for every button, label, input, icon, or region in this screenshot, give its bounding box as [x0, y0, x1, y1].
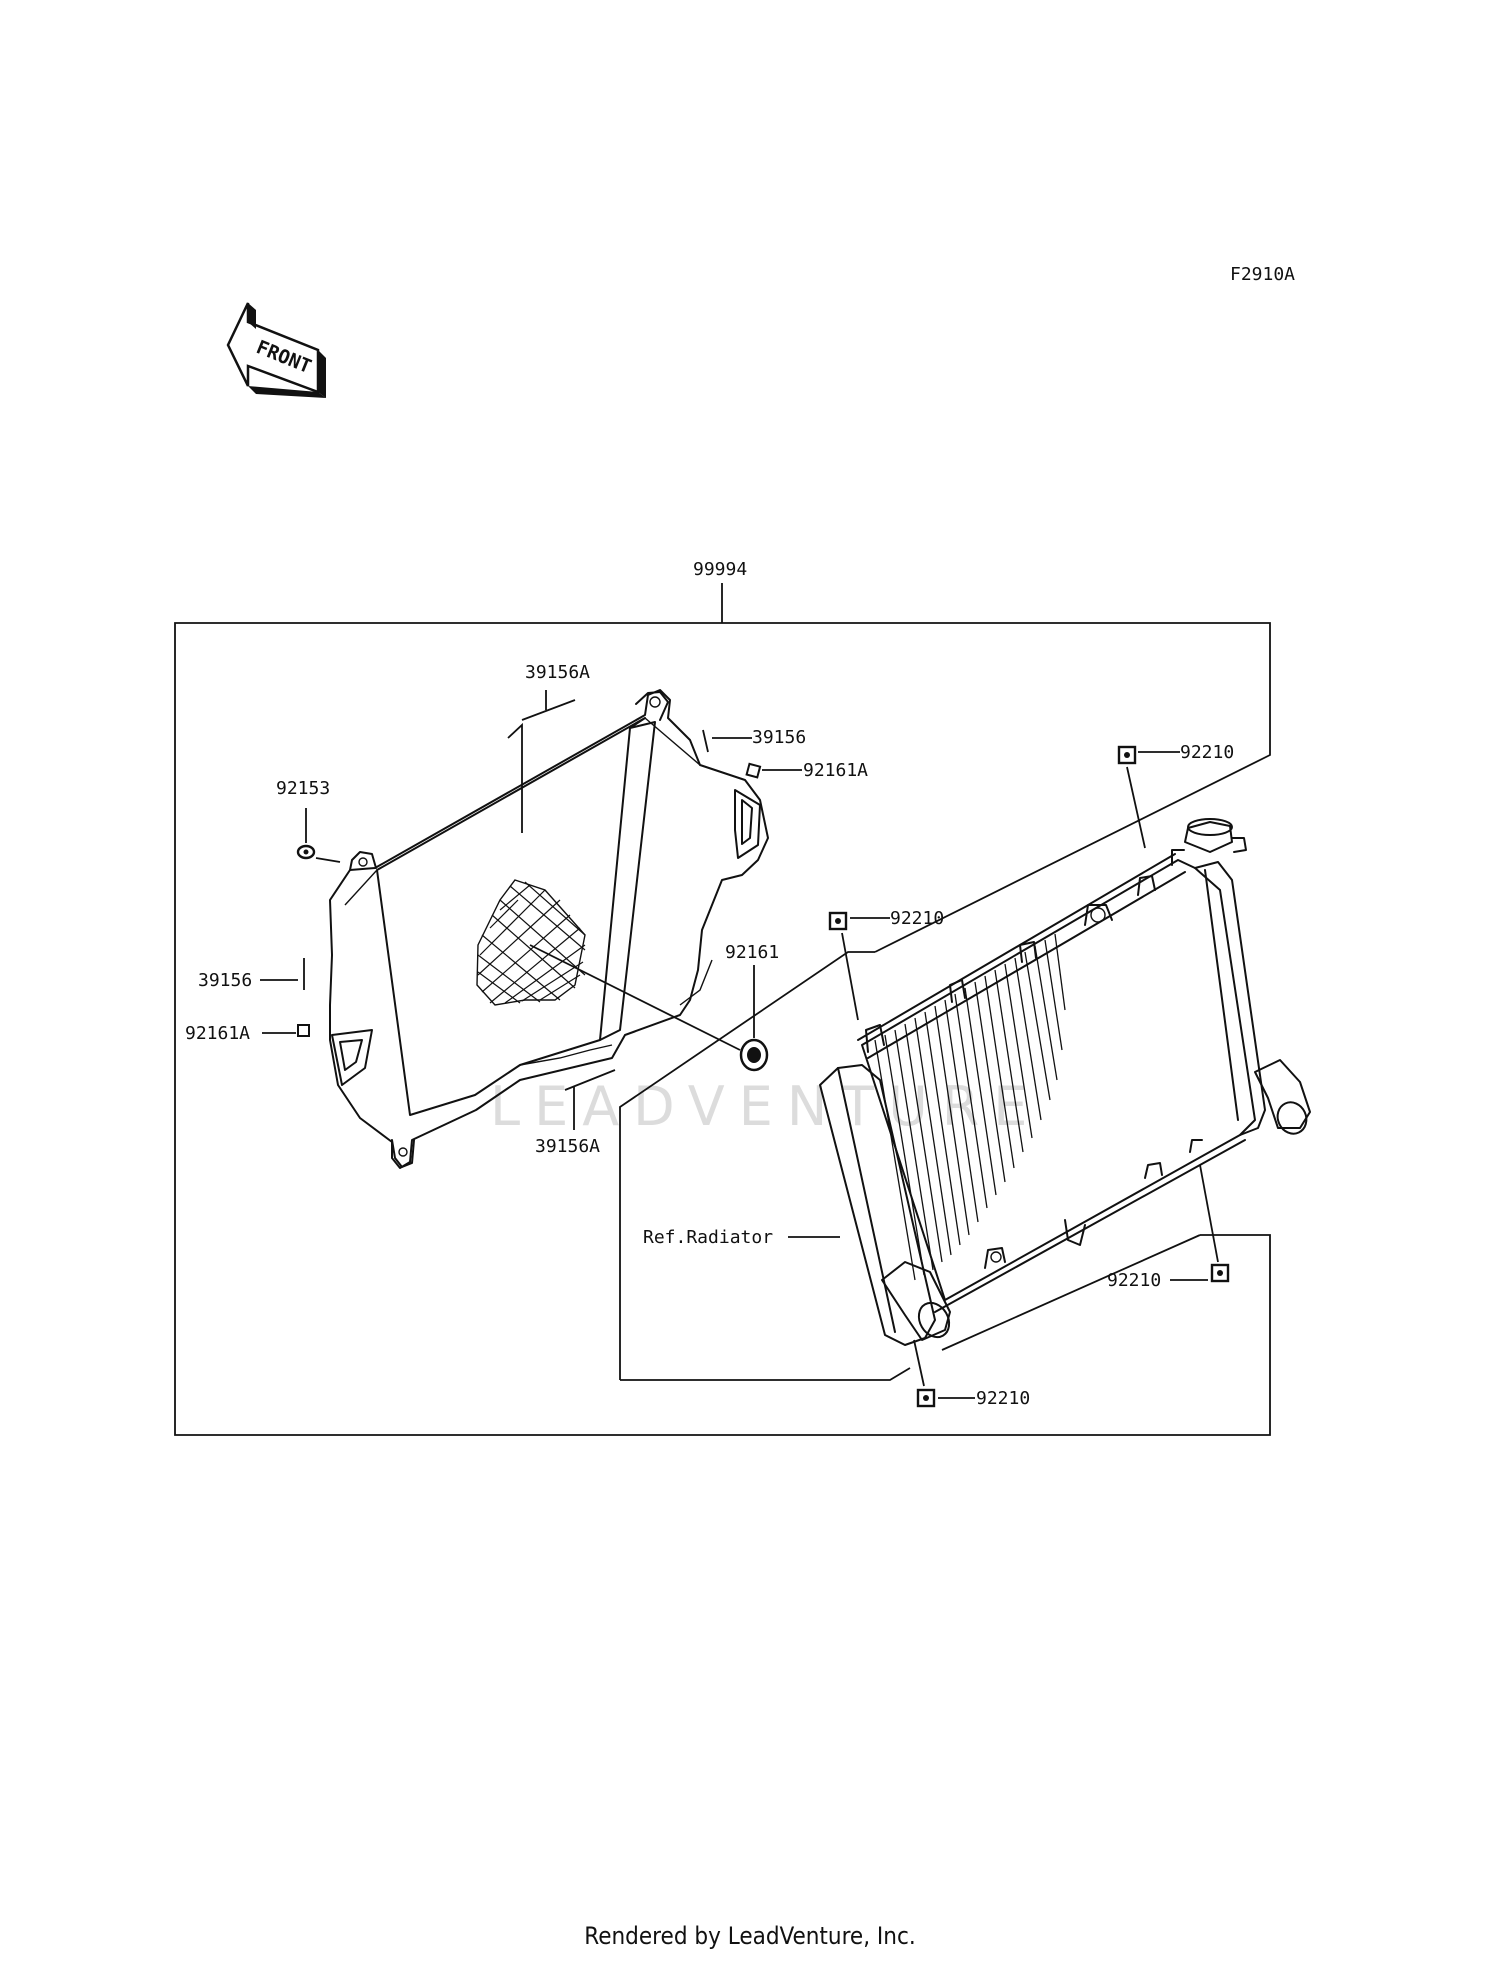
strip-39156a-bottom: [564, 1069, 616, 1130]
nut-92210-bottom-right: [1170, 1164, 1230, 1283]
callout-39156-right: 39156: [752, 727, 806, 748]
clip-92161a-right: [745, 762, 802, 779]
callout-92153: 92153: [276, 778, 330, 799]
callout-92210-bottom-right: 92210: [1107, 1270, 1161, 1291]
callout-92210-top-right: 92210: [1180, 742, 1234, 763]
watermark: LEADVENTURE: [490, 1075, 1041, 1138]
assembly-bracket: [174, 583, 1271, 1436]
nut-92210-top-left: [828, 911, 890, 1021]
radiator-screen: [329, 689, 769, 1169]
footer-credit: Rendered by LeadVenture, Inc.: [584, 1922, 916, 1950]
callout-92161a-right: 92161A: [803, 760, 868, 781]
callout-92210-top-left: 92210: [890, 908, 944, 929]
callout-39156-left: 39156: [198, 970, 252, 991]
grommet-92161: [739, 965, 769, 1072]
cooling-fins: [874, 933, 1066, 1281]
nut-92210-bottom: [913, 1339, 975, 1408]
callout-ref-radiator: Ref.Radiator: [643, 1227, 773, 1248]
strip-39156a-top: [507, 690, 576, 833]
callout-92161: 92161: [725, 942, 779, 963]
strip-39156-right: [702, 729, 752, 753]
callout-92210-bottom: 92210: [976, 1388, 1030, 1409]
strip-39156-left: [260, 958, 305, 990]
callout-39156a-top: 39156A: [525, 662, 590, 683]
front-arrow-icon: FRONT: [226, 302, 326, 398]
callout-39156a-bottom: 39156A: [535, 1136, 600, 1157]
nut-92210-top-right: [1117, 745, 1180, 849]
mesh-grille: [476, 879, 586, 1006]
clip-92161a-left: [262, 1024, 310, 1037]
figure-code: F2910A: [1230, 264, 1295, 285]
callout-99994: 99994: [693, 559, 747, 580]
callout-92161a-left: 92161A: [185, 1023, 250, 1044]
radiator-core: [819, 818, 1311, 1346]
bolt-92153: [296, 808, 341, 863]
